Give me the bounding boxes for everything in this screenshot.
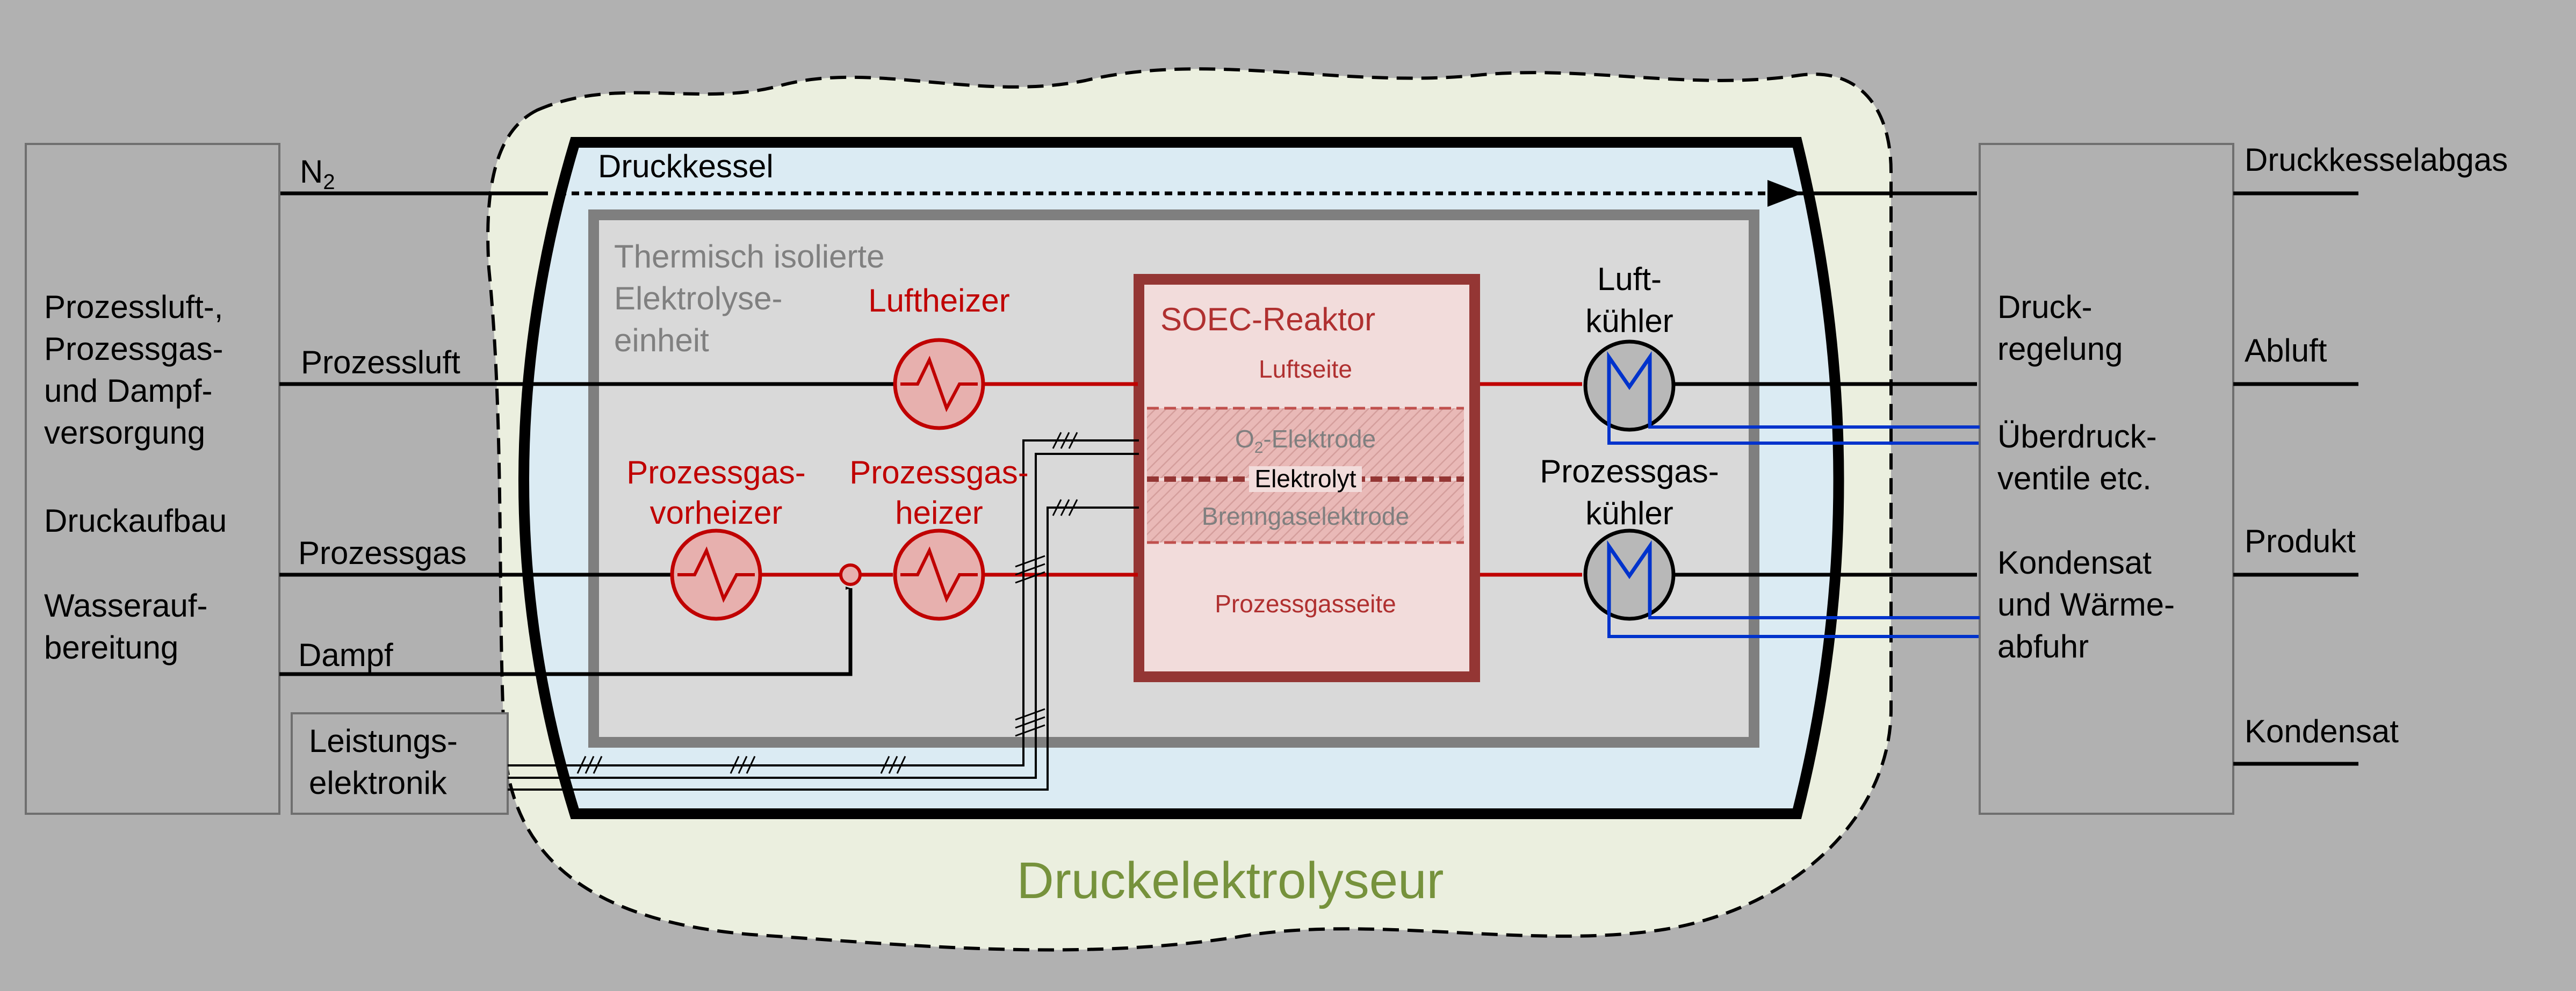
pressure-control-box <box>1979 143 2234 815</box>
output-line-6: und Wärme- <box>1997 587 2175 623</box>
vessel-exhaust-label: Druckkesselabgas <box>2245 142 2508 178</box>
fuel-electrode-label: Brenngaselektrode <box>1202 502 1409 530</box>
preheater-line-2: vorheizer <box>650 495 783 531</box>
process-gas-label: Prozessgas <box>298 535 466 571</box>
gas-preheater-icon <box>670 529 762 621</box>
gas-cooler-icon <box>1583 529 1676 621</box>
power-line-1: Leistungs- <box>309 723 458 759</box>
gas-cooler-line-1: Prozessgas- <box>1540 453 1719 489</box>
n2-label: N2 <box>300 154 335 194</box>
steam-label: Dampf <box>298 637 393 673</box>
supply-line-5: Druckaufbau <box>44 503 227 539</box>
output-line-5: Kondensat <box>1997 545 2152 581</box>
power-line-2: elektronik <box>309 765 448 801</box>
unit-line-1: Thermisch isolierte <box>614 238 884 274</box>
unit-line-2: Elektrolyse- <box>614 280 782 316</box>
supply-line-1: Prozessluft-, <box>44 289 223 325</box>
gas-cooler-line-2: kühler <box>1585 495 1673 531</box>
supply-line-7: bereitung <box>44 630 178 666</box>
air-cooler-icon <box>1583 339 1676 432</box>
preheater-line-1: Prozessgas- <box>626 454 805 490</box>
reactor-title: SOEC-Reaktor <box>1160 301 1375 337</box>
vessel-label: Druckkessel <box>598 148 774 184</box>
gasheater-line-1: Prozessgas- <box>849 454 1028 490</box>
air-cooler-line-1: Luft- <box>1597 261 1662 297</box>
supply-line-6: Wasserauf- <box>44 588 208 624</box>
power-cables <box>508 439 1139 791</box>
unit-line-3: einheit <box>614 322 709 358</box>
output-line-2: regelung <box>1997 331 2123 367</box>
exhaust-air-label: Abluft <box>2245 332 2327 368</box>
output-line-3: Überdruck- <box>1997 418 2157 454</box>
supply-line-3: und Dampf- <box>44 373 212 409</box>
air-side-label: Luftseite <box>1259 355 1352 383</box>
supply-line-4: versorgung <box>44 415 205 451</box>
supply-box <box>25 143 280 815</box>
supply-line-2: Prozessgas- <box>44 331 223 367</box>
diagram-title: Druckelektrolyseur <box>1017 852 1444 909</box>
air-heater-icon <box>893 338 985 430</box>
power-electronics-box <box>291 712 509 815</box>
gasheater-line-2: heizer <box>895 495 983 531</box>
output-line-4: ventile etc. <box>1997 460 2152 496</box>
product-label: Produkt <box>2245 523 2356 559</box>
air-cooler-line-2: kühler <box>1585 303 1673 339</box>
output-line-7: abfuhr <box>1997 628 2089 664</box>
output-line-1: Druck- <box>1997 289 2092 325</box>
electrolyte-label: Elektrolyt <box>1254 465 1356 493</box>
condensate-label: Kondensat <box>2245 713 2399 749</box>
gas-side-label: Prozessgasseite <box>1215 590 1396 618</box>
air-heater-label: Luftheizer <box>868 283 1010 319</box>
process-air-label: Prozessluft <box>301 344 460 380</box>
gas-heater-icon <box>893 529 985 621</box>
o2-electrode-label: O2-Elektrode <box>1235 425 1376 457</box>
mixing-node <box>839 563 862 586</box>
